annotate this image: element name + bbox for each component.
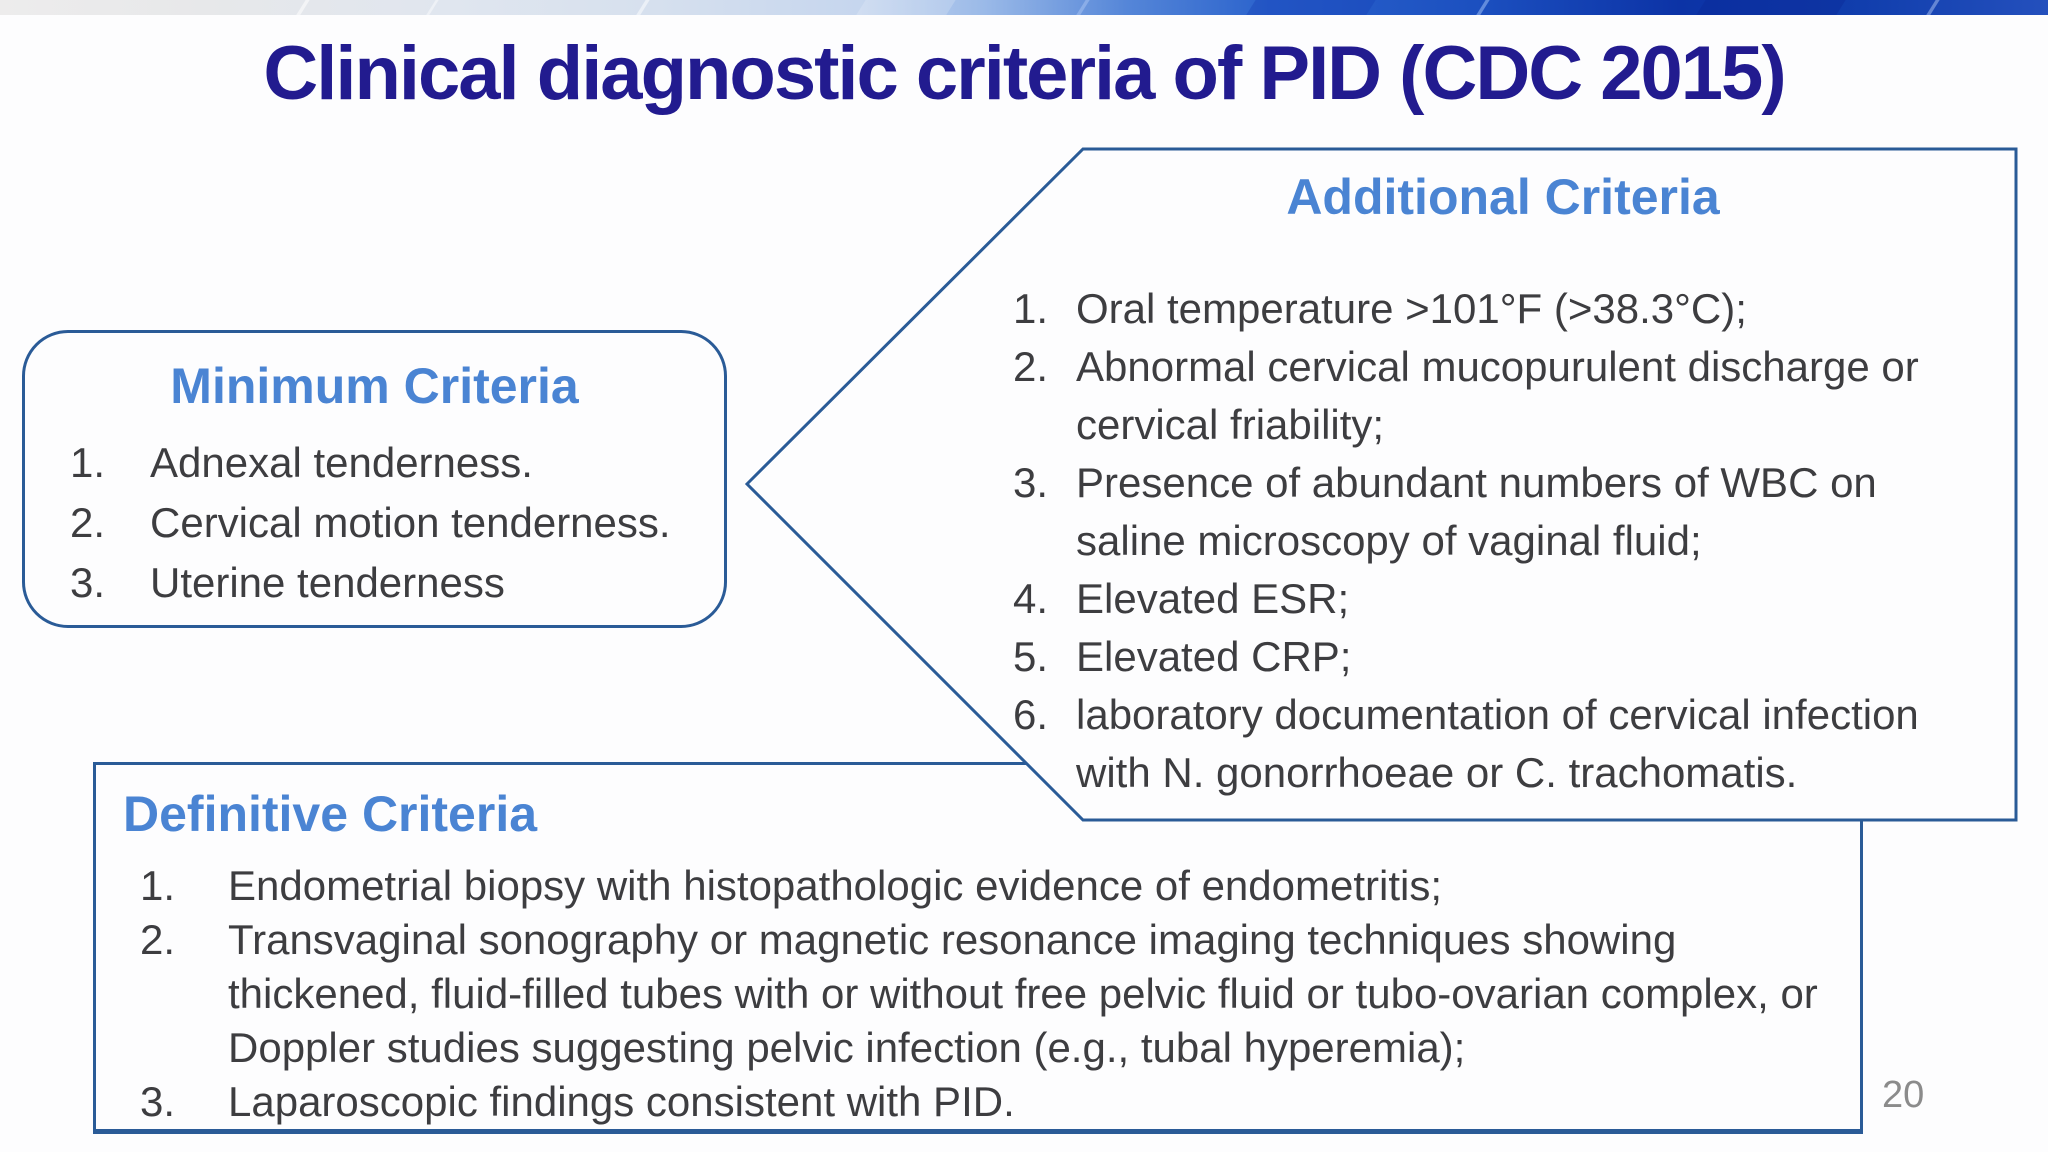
definitive-criteria-list: 1. Endometrial biopsy with histopathologi… — [140, 859, 1860, 1129]
minimum-criteria-list: 1. Adnexal tenderness. 2. Cervical motion t… — [70, 433, 724, 613]
list-item-text: Endometrial biopsy with histopathologic … — [228, 862, 1443, 909]
list-item-number: 3. — [1013, 459, 1049, 506]
list-item-number: 1. — [140, 862, 176, 909]
slide-title: Clinical diagnostic criteria of PID (CDC… — [263, 31, 1786, 116]
list-item-text: Laparoscopic findings consistent with PI… — [228, 1078, 1015, 1125]
list-item: 1. Oral temperature >101°F (>38.3°C); — [1013, 280, 1993, 338]
list-item-number: 5. — [1013, 633, 1049, 680]
list-item: 2. Abnormal cervical mucopurulent dischar… — [1013, 338, 1993, 454]
list-item: 3. Uterine tenderness — [70, 553, 724, 613]
list-item: 4. Elevated ESR; — [1013, 570, 1993, 628]
list-item-text: Oral temperature >101°F (>38.3°C); — [1076, 285, 1747, 332]
list-item: 1. Adnexal tenderness. — [70, 433, 724, 493]
list-item-number: 3. — [140, 1078, 176, 1125]
list-item-number: 3. — [70, 559, 106, 606]
list-item: 1. Endometrial biopsy with histopathologi… — [140, 859, 1860, 913]
page-number: 20 — [1882, 1074, 1925, 1116]
list-item-number: 4. — [1013, 575, 1049, 622]
list-item: 6. laboratory documentation of cervical i… — [1013, 686, 1993, 802]
list-item-text: laboratory documentation of cervical inf… — [1076, 691, 1919, 796]
list-item: 5. Elevated CRP; — [1013, 628, 1993, 686]
list-item-text: Elevated ESR; — [1076, 575, 1350, 622]
list-item-number: 1. — [70, 439, 106, 486]
list-item-number: 2. — [70, 499, 106, 546]
list-item-number: 1. — [1013, 285, 1049, 332]
list-item-text: Uterine tenderness — [150, 559, 505, 606]
list-item-text: Adnexal tenderness. — [150, 439, 533, 486]
list-item-number: 2. — [140, 916, 176, 963]
list-item-text: Elevated CRP; — [1076, 633, 1352, 680]
definitive-criteria-heading: Definitive Criteria — [123, 786, 538, 842]
list-item: 3. Presence of abundant numbers of WBC on… — [1013, 454, 1993, 570]
list-item: 2. Transvaginal sonography or magnetic re… — [140, 913, 1860, 1075]
additional-criteria-box: Additional Criteria 1. Oral temperature >… — [1013, 168, 1993, 802]
list-item-number: 2. — [1013, 343, 1049, 390]
additional-criteria-heading: Additional Criteria — [1286, 169, 1720, 225]
list-item: 2. Cervical motion tenderness. — [70, 493, 724, 553]
list-item: 3. Laparoscopic findings consistent with … — [140, 1075, 1860, 1129]
additional-criteria-list: 1. Oral temperature >101°F (>38.3°C); 2. Ab… — [1013, 280, 1993, 802]
list-item-text: Abnormal cervical mucopurulent discharge… — [1076, 343, 1919, 448]
list-item-text: Cervical motion tenderness. — [150, 499, 671, 546]
list-item-number: 6. — [1013, 691, 1049, 738]
minimum-criteria-heading: Minimum Criteria — [170, 358, 579, 414]
definitive-criteria-box: Definitive Criteria 1. Endometrial biopsy… — [93, 762, 1863, 1134]
callout-polygon — [744, 147, 2018, 822]
minimum-criteria-box: Minimum Criteria 1. Adnexal tenderness. 2.… — [22, 330, 727, 628]
top-decorative-band — [0, 0, 2048, 15]
list-item-text: Presence of abundant numbers of WBC on s… — [1076, 459, 1877, 564]
list-item-text: Transvaginal sonography or magnetic reso… — [228, 916, 1818, 1071]
